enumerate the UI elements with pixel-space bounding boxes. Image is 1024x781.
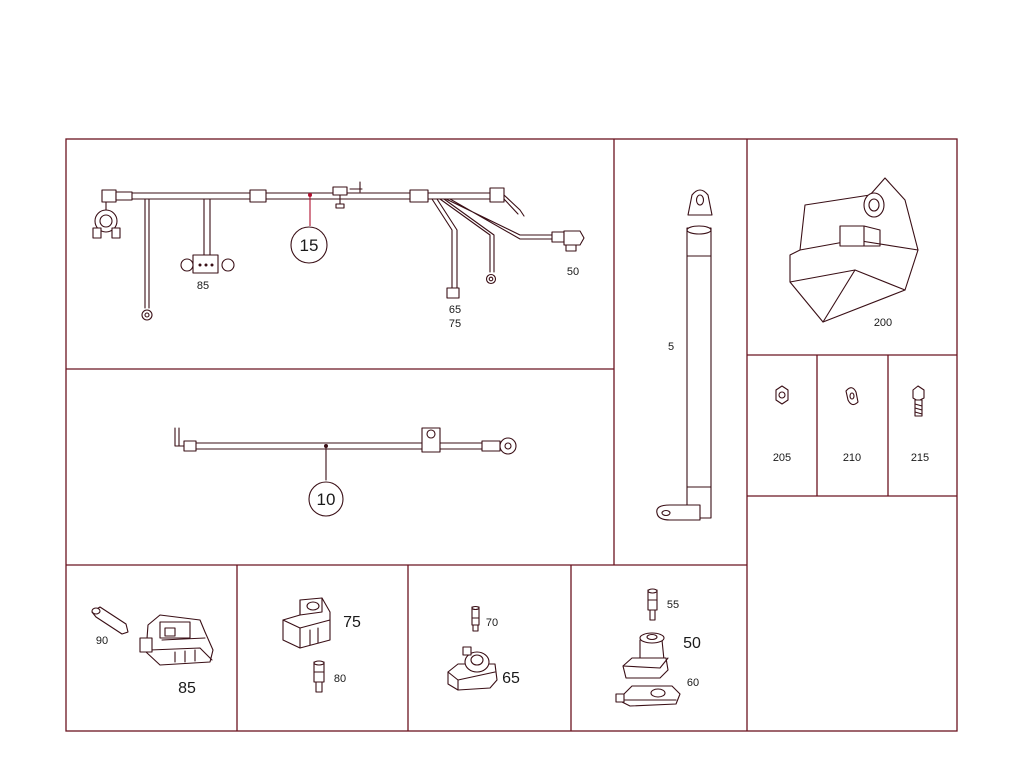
label-5: 5 [668,341,674,353]
label-75-connector: 75 [343,614,361,631]
pin-70[interactable] [471,605,480,632]
tube-5[interactable] [656,189,713,521]
label-85-connector: 85 [197,280,209,292]
callout-10: 10 [317,490,336,509]
label-80: 80 [334,673,346,685]
pin-80[interactable] [313,660,325,693]
label-60: 60 [687,677,699,689]
bracket-60[interactable] [615,685,681,707]
label-210: 210 [843,452,861,464]
washer-210[interactable] [845,387,859,406]
label-50-connector: 50 [683,635,701,652]
callout-15-circle [290,226,328,264]
label-65-connector: 65 [502,670,520,687]
wiring-harness-15[interactable] [92,181,585,321]
nut-205[interactable] [775,385,789,405]
label-200: 200 [874,317,892,329]
label-55: 55 [667,599,679,611]
pin-90[interactable] [91,606,129,635]
panel-grid [65,138,958,732]
connector-housing-85[interactable] [139,614,214,666]
bolt-215[interactable] [912,385,925,417]
pin-55[interactable] [647,588,658,621]
label-50-sensor: 50 [567,266,579,278]
connector-50[interactable] [622,632,669,679]
connector-75[interactable] [282,597,331,649]
label-75: 75 [449,318,461,330]
label-85-housing: 85 [178,680,196,697]
label-70: 70 [486,617,498,629]
label-90: 90 [96,635,108,647]
callout-10-circle [308,481,344,517]
connector-65[interactable] [447,646,498,691]
bracket-200[interactable] [789,177,919,323]
label-205: 205 [773,452,791,464]
callout-15: 15 [300,236,319,255]
ground-cable-10[interactable] [174,427,517,517]
label-65: 65 [449,304,461,316]
label-215: 215 [911,452,929,464]
